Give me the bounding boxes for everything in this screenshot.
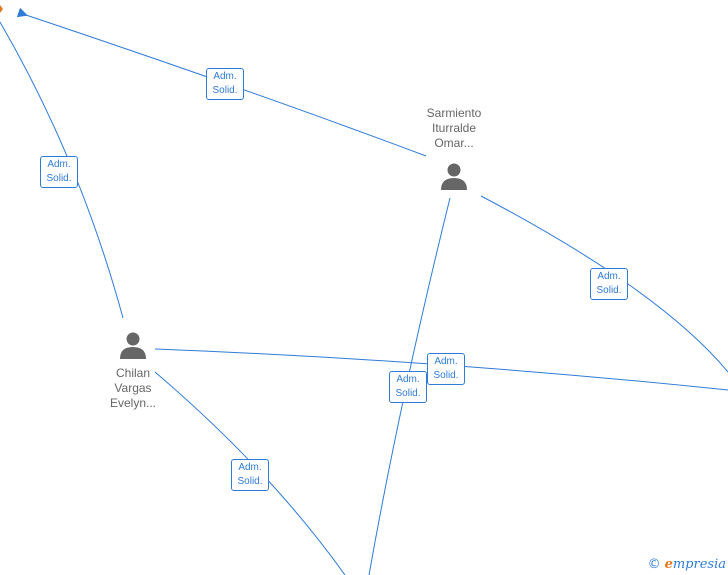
edge-label-line1: Adm. bbox=[434, 356, 458, 367]
edge-label-line2: Solid. bbox=[46, 173, 72, 184]
person-name-line: Iturralde bbox=[431, 121, 477, 135]
edge-label-line1: Adm. bbox=[238, 462, 262, 473]
edge-label-line2: Solid. bbox=[433, 370, 459, 381]
person-icon bbox=[120, 332, 146, 359]
edge-label-line2: Solid. bbox=[237, 476, 263, 487]
edge-label-sarmiento-topleft[interactable]: Adm. Solid. bbox=[206, 68, 244, 100]
person-name-line: Omar... bbox=[434, 136, 474, 150]
edge-label-chilan-bottom[interactable]: Adm. Solid. bbox=[231, 459, 269, 491]
edge-label-chilan-right[interactable]: Adm. Solid. bbox=[427, 353, 465, 385]
edge-label-sarmiento-bottom[interactable]: Adm. Solid. bbox=[389, 371, 427, 403]
person-node-sarmiento[interactable]: Sarmiento Iturralde Omar... bbox=[399, 106, 509, 191]
copyright-icon: © bbox=[647, 557, 661, 572]
edge-label-line1: Adm. bbox=[396, 374, 420, 385]
edge-label-line2: Solid. bbox=[395, 388, 421, 399]
company-node-icon[interactable] bbox=[0, 5, 3, 13]
edge-label-line2: Solid. bbox=[212, 85, 238, 96]
edge-label-sarmiento-right[interactable]: Adm. Solid. bbox=[590, 268, 628, 300]
edge-label-chilan-topleft[interactable]: Adm. Solid. bbox=[40, 156, 78, 188]
person-name-line: Vargas bbox=[114, 381, 152, 395]
person-name-line: Evelyn... bbox=[109, 396, 157, 410]
edge-label-line1: Adm. bbox=[213, 71, 237, 82]
edge-sarmiento-to-rightbottom bbox=[480, 195, 728, 373]
empresia-watermark: ©empresia bbox=[648, 557, 726, 572]
edge-label-line2: Solid. bbox=[596, 285, 622, 296]
brand-rest: mpresia bbox=[672, 557, 726, 572]
edge-label-line1: Adm. bbox=[47, 159, 71, 170]
brand-initial: e bbox=[664, 557, 673, 572]
person-node-chilan[interactable]: Chilan Vargas Evelyn... bbox=[78, 330, 188, 411]
edge-label-line1: Adm. bbox=[597, 271, 621, 282]
person-name-line: Chilan bbox=[115, 366, 151, 380]
person-icon bbox=[441, 163, 467, 190]
person-name-line: Sarmiento bbox=[426, 106, 482, 120]
